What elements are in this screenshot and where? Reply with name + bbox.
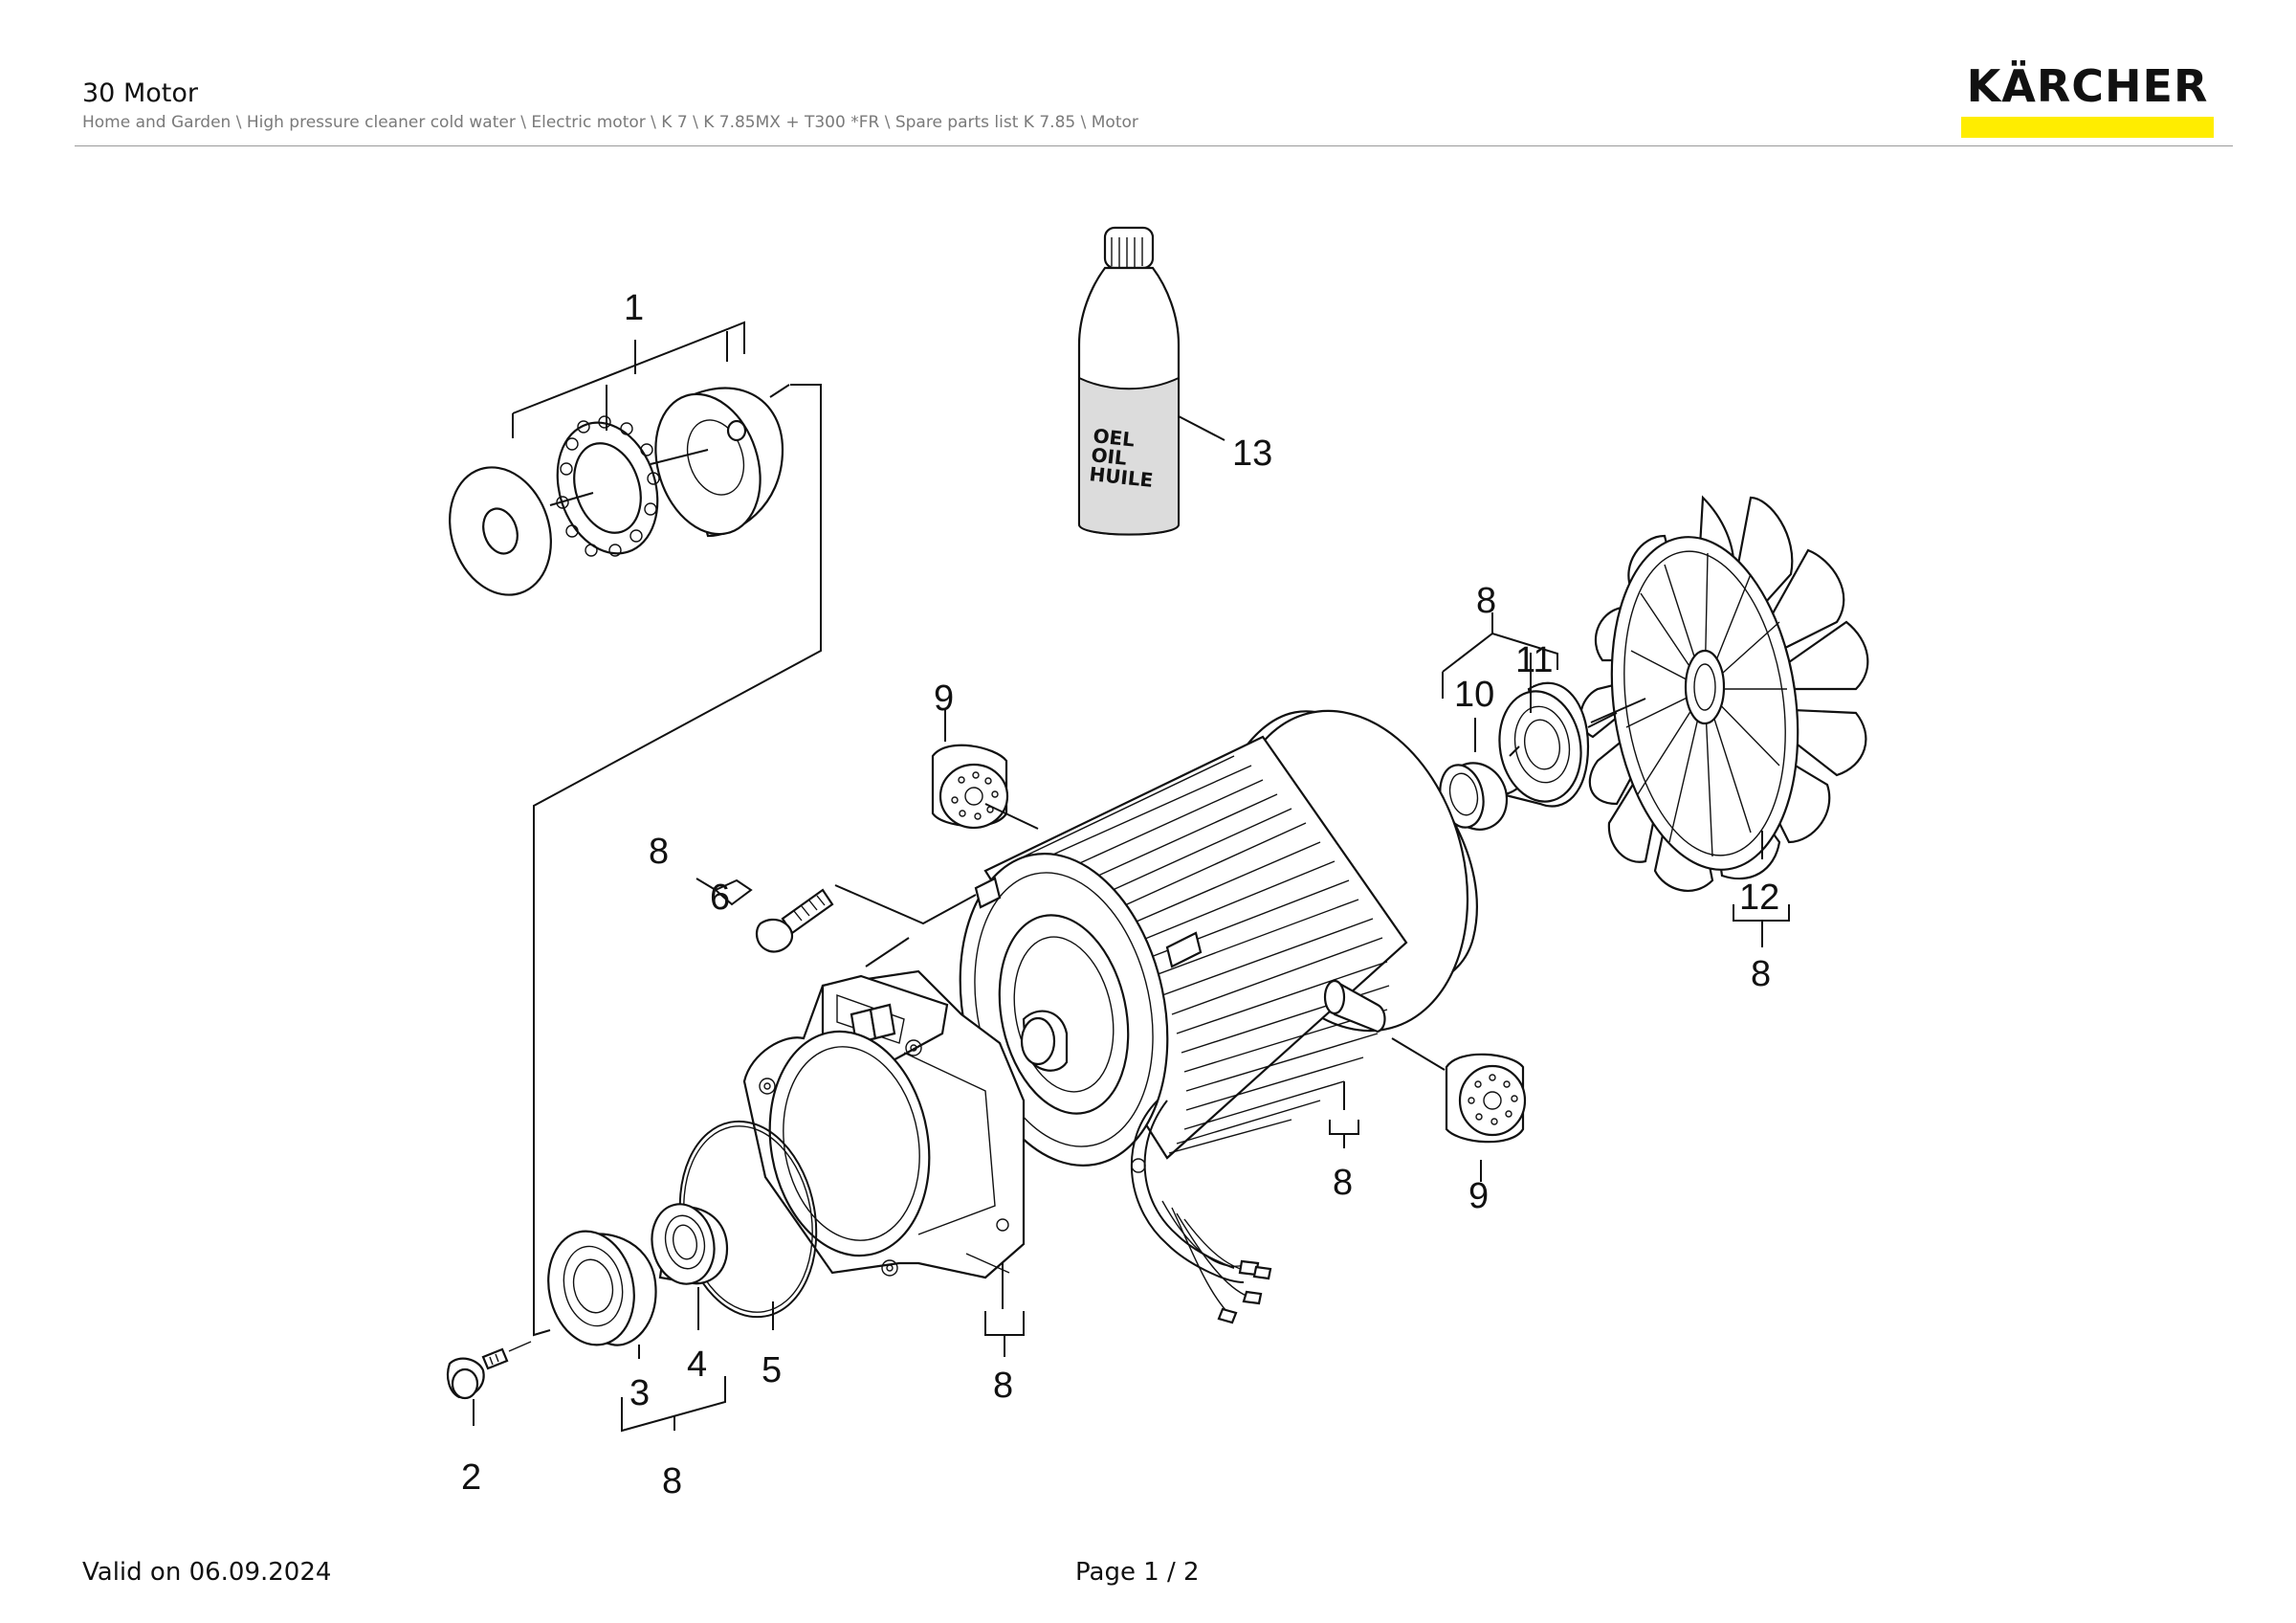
callout-13: 13 — [1232, 434, 1272, 474]
callout-10: 10 — [1454, 675, 1494, 715]
callout-8-fan: 8 — [1751, 954, 1771, 994]
part-13-oil-bottle: OEL OIL HUILE — [1077, 226, 1225, 536]
part-4-seal — [651, 1203, 729, 1330]
callout-11: 11 — [1515, 640, 1553, 680]
page-number: Page 1 / 2 — [1075, 1558, 1200, 1587]
logo-wordmark: KÄRCHER — [1966, 60, 2209, 112]
part-6-screw — [695, 878, 977, 967]
part-9-magnet-top — [931, 710, 1039, 830]
callout-8-screw: 8 — [649, 832, 669, 872]
callout-8-stator: 8 — [1333, 1163, 1353, 1203]
callout-4: 4 — [687, 1345, 707, 1385]
valid-date: Valid on 06.09.2024 — [82, 1558, 332, 1587]
motor-cables — [1130, 1100, 1272, 1324]
page-title: 30 Motor — [82, 78, 198, 108]
assembly-bracket — [533, 384, 822, 1337]
callout-2: 2 — [461, 1457, 481, 1498]
part-10-ring — [1439, 762, 1509, 831]
callout-8-flange: 8 — [993, 1366, 1013, 1406]
part-12-fan — [1579, 495, 1869, 892]
bottle-label-line-2: OIL — [1090, 443, 1128, 470]
karcher-logo: KÄRCHER — [1961, 59, 2214, 138]
logo-yellow-bar — [1961, 117, 2214, 138]
bracket-3-4 — [621, 1376, 726, 1433]
header-divider — [75, 145, 2233, 146]
callout-5: 5 — [762, 1350, 782, 1390]
part-9-magnet-bottom — [1391, 1037, 1527, 1182]
callout-12: 12 — [1739, 878, 1779, 918]
callout-1: 1 — [624, 288, 644, 328]
callout-8-bearing-seal: 8 — [662, 1461, 682, 1501]
callout-8-bearing-group: 8 — [1476, 581, 1496, 621]
callout-6: 6 — [710, 878, 730, 918]
part-3-ball-bearing — [547, 1230, 657, 1359]
front-flange-housing — [742, 969, 1026, 1309]
bracket-12 — [1733, 904, 1790, 947]
callout-9-bottom: 9 — [1468, 1176, 1489, 1216]
motor-stator-housing — [959, 709, 1478, 1167]
callout-3: 3 — [629, 1373, 650, 1413]
breadcrumb: Home and Garden \ High pressure cleaner … — [82, 113, 1138, 132]
bottle-label-line-1: OEL — [1092, 424, 1136, 451]
part-1-thrust-bearing — [449, 321, 784, 596]
callout-9-top: 9 — [934, 678, 954, 719]
page-header: 30 Motor Home and Garden \ High pressure… — [0, 0, 2296, 153]
part-2-bolt — [446, 1341, 532, 1426]
